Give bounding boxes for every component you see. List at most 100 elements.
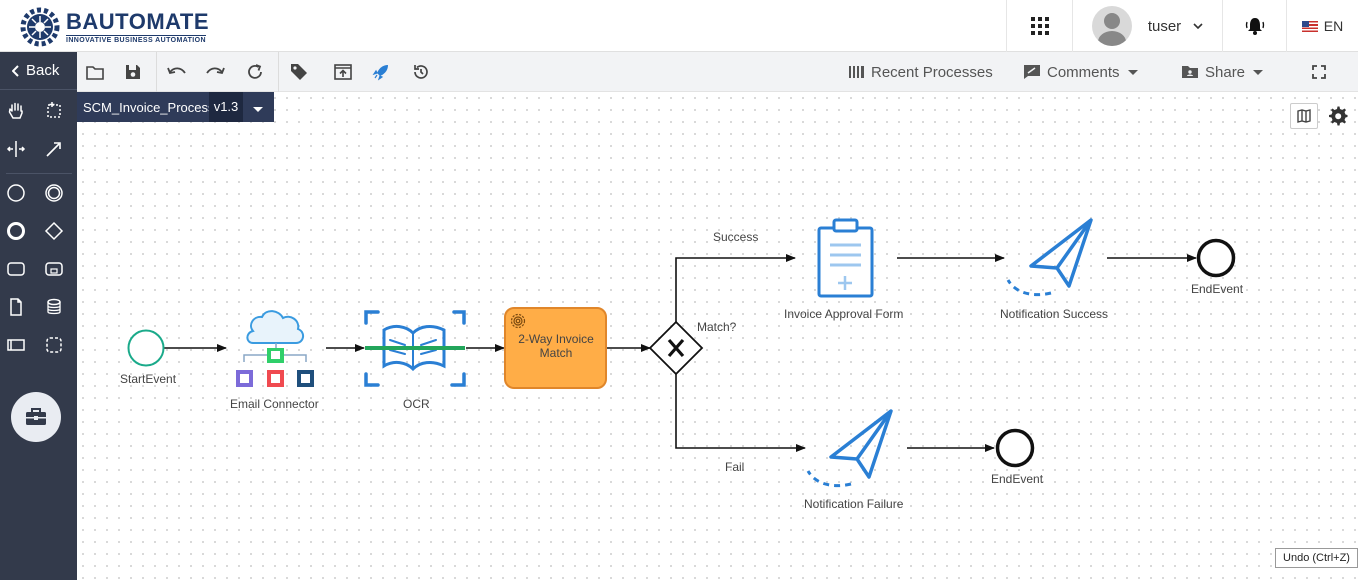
bars-icon (849, 66, 864, 78)
process-tab[interactable]: SCM_Invoice_Process v1.3 (77, 92, 274, 122)
user-menu[interactable]: tuser (1072, 0, 1222, 52)
approval-form-label: Invoice Approval Form (784, 307, 904, 321)
connect-icon (46, 142, 61, 157)
undo-button[interactable] (167, 62, 187, 82)
tool-palette: Back (0, 52, 77, 580)
email-connector-task[interactable] (236, 310, 314, 387)
end-event-tool[interactable] (2, 217, 30, 245)
save-icon (126, 65, 140, 79)
chevron-down-icon (1193, 23, 1203, 29)
cloud-network-icon (236, 310, 314, 387)
notification-success-task[interactable] (1006, 218, 1093, 297)
share-folder-icon (1182, 66, 1198, 78)
exclusive-gateway[interactable] (648, 320, 704, 376)
hand-icon (8, 102, 23, 119)
email-connector-label: Email Connector (230, 397, 319, 411)
rocket-icon (372, 65, 388, 81)
notification-failure-label: Notification Failure (804, 497, 904, 511)
approval-form-task[interactable] (817, 218, 874, 298)
back-label: Back (26, 62, 60, 79)
lasso-tool[interactable] (40, 97, 68, 125)
double-circle-icon (45, 184, 63, 202)
lasso-icon (47, 102, 61, 118)
comments-label: Comments (1047, 63, 1120, 81)
back-button[interactable]: Back (0, 52, 77, 90)
start-event[interactable] (127, 329, 165, 367)
pool-icon (7, 339, 25, 351)
hand-tool[interactable] (2, 97, 30, 125)
start-event-tool[interactable] (2, 179, 30, 207)
invoice-match-label: 2-Way Invoice Match (518, 332, 594, 360)
toolbox-icon (26, 408, 46, 425)
version-dropdown[interactable] (243, 92, 273, 122)
task-tool[interactable] (2, 255, 30, 283)
rounded-rect-icon (7, 262, 25, 276)
apps-menu-button[interactable] (1006, 0, 1072, 52)
process-name: SCM_Invoice_Process (83, 99, 215, 115)
pool-tool[interactable] (2, 331, 30, 359)
us-flag-icon (1301, 20, 1318, 32)
comments-button[interactable]: Comments (1023, 52, 1138, 92)
gear-icon (1329, 106, 1348, 126)
refresh-icon (248, 64, 262, 79)
paper-plane-icon (1006, 218, 1093, 297)
ocr-task[interactable] (364, 310, 466, 387)
clipboard-icon (817, 218, 874, 298)
connect-tool[interactable] (40, 135, 68, 163)
ocr-label: OCR (403, 397, 430, 411)
undo-tooltip: Undo (Ctrl+Z) (1275, 548, 1358, 568)
refresh-button[interactable] (245, 62, 265, 82)
data-object-tool[interactable] (2, 293, 30, 321)
brand-tagline: INNOVATIVE BUSINESS AUTOMATION (66, 35, 206, 44)
deploy-button[interactable] (371, 62, 391, 82)
end-event-success-label: EndEvent (1191, 282, 1244, 296)
intermediate-event-tool[interactable] (40, 179, 68, 207)
chevron-down-icon (1253, 69, 1264, 75)
avatar (1091, 6, 1132, 46)
start-event-label: StartEvent (120, 372, 177, 386)
bell-icon (1245, 18, 1264, 35)
recent-processes-button[interactable]: Recent Processes (849, 52, 993, 92)
chevron-down-icon (253, 106, 263, 112)
toolbox-button[interactable] (11, 392, 61, 442)
history-icon (414, 65, 428, 79)
notification-success-label: Notification Success (1000, 307, 1109, 321)
share-button[interactable]: Share (1181, 52, 1264, 92)
share-label: Share (1205, 63, 1246, 81)
notifications-button[interactable] (1222, 0, 1286, 52)
chevron-down-icon (1127, 69, 1138, 75)
history-button[interactable] (411, 62, 431, 82)
space-tool[interactable] (2, 135, 30, 163)
end-event-failure-label: EndEvent (991, 472, 1044, 486)
minimap-button[interactable] (1290, 103, 1318, 129)
end-event-failure[interactable] (995, 428, 1035, 468)
end-event-success[interactable] (1196, 238, 1236, 278)
group-tool[interactable] (40, 331, 68, 359)
notification-failure-task[interactable] (806, 409, 893, 488)
app-logo[interactable]: BAUTOMATE INNOVATIVE BUSINESS AUTOMATION (18, 5, 210, 47)
open-button[interactable] (85, 62, 105, 82)
document-icon (10, 298, 22, 316)
publish-button[interactable] (333, 62, 353, 82)
subprocess-tool[interactable] (40, 255, 68, 283)
settings-button[interactable] (1326, 104, 1350, 128)
process-version: v1.3 (209, 92, 243, 122)
save-button[interactable] (123, 62, 143, 82)
redo-button[interactable] (205, 62, 225, 82)
tag-button[interactable] (289, 62, 309, 82)
fullscreen-button[interactable] (1309, 62, 1329, 82)
language-selector[interactable]: EN (1286, 0, 1358, 52)
upload-window-icon (334, 64, 352, 80)
gateway-tool[interactable] (40, 217, 68, 245)
language-code: EN (1323, 18, 1344, 34)
grid-icon (1030, 17, 1049, 35)
subprocess-icon (45, 262, 63, 276)
data-store-tool[interactable] (40, 293, 68, 321)
username: tuser (1147, 17, 1182, 35)
paper-plane-icon (806, 409, 893, 488)
circle-icon (7, 184, 25, 202)
invoice-match-task[interactable] (504, 307, 607, 389)
brand-name: BAUTOMATE (66, 9, 210, 34)
space-icon (6, 141, 26, 157)
gateway-label: Match? (697, 320, 737, 334)
